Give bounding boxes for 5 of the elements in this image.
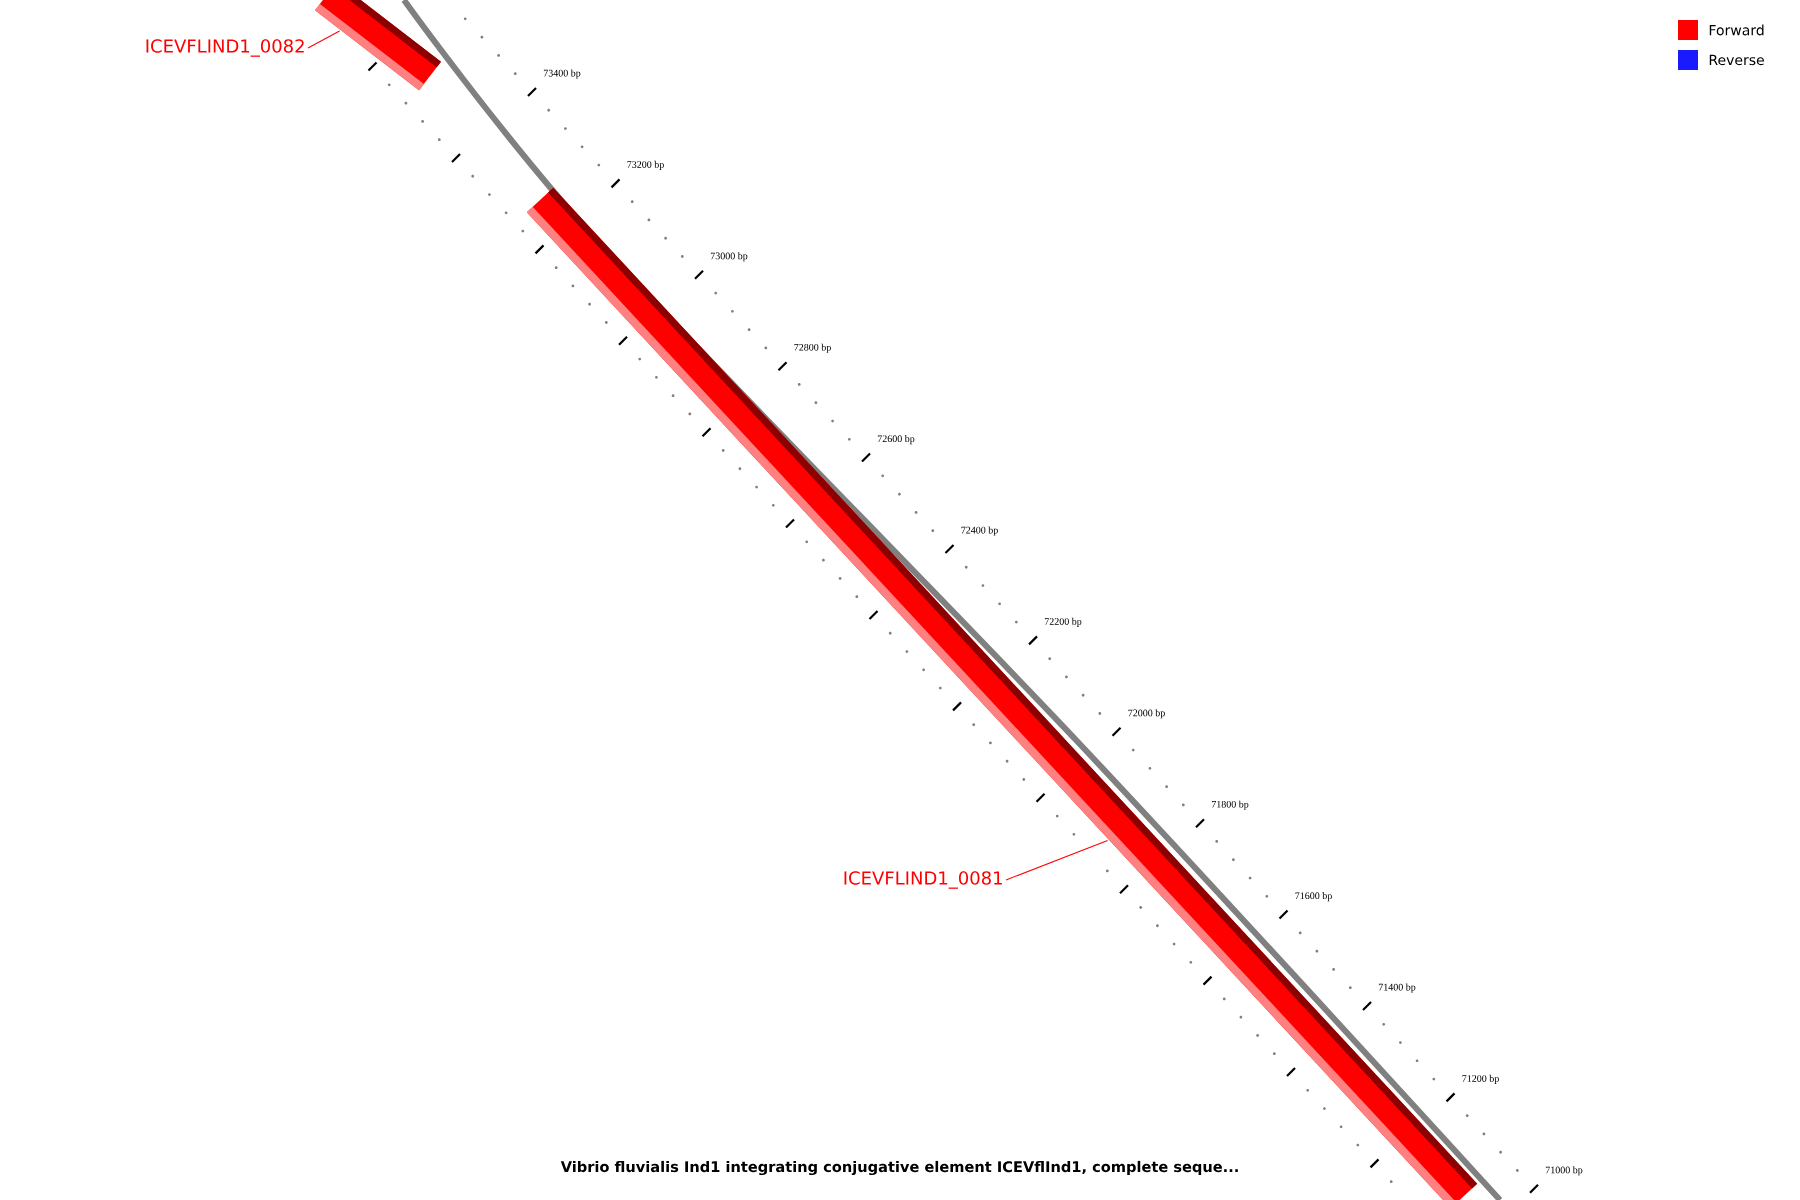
- leader-line: [1005, 840, 1109, 881]
- gene-arrow: [315, 0, 441, 91]
- gene-label: ICEVFLIND1_0081: [844, 871, 1002, 889]
- leader-line: [307, 30, 341, 49]
- gene-label: ICEVFLIND1_0082: [146, 39, 304, 57]
